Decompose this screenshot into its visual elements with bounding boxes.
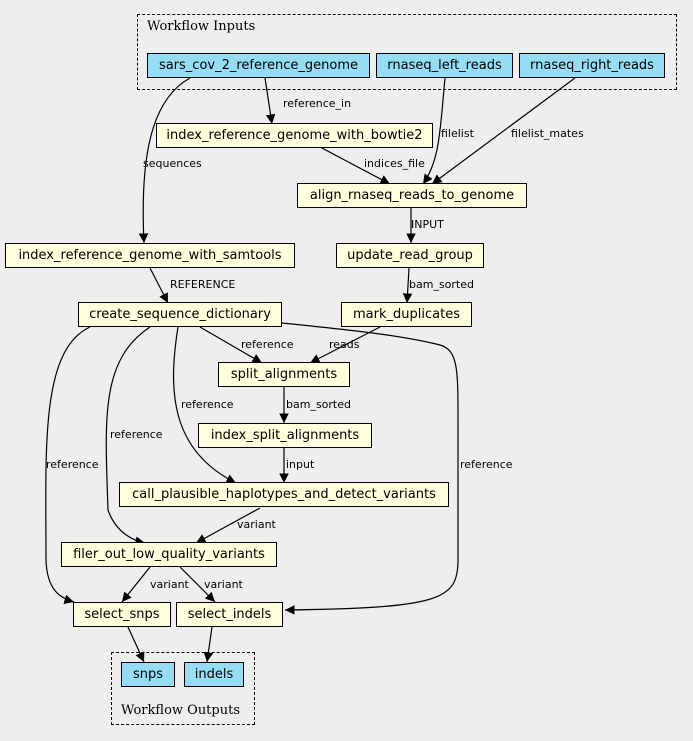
edge-right-to-align — [431, 77, 576, 185]
edge-filter-to-indels — [179, 566, 216, 603]
node-select-snps[interactable]: select_snps — [73, 602, 171, 627]
edge-label-variant-snps: variant — [150, 578, 189, 591]
edge-dict-to-filter — [105, 326, 151, 546]
node-split-alignments[interactable]: split_alignments — [218, 362, 350, 387]
edge-label-reference-snps: reference — [46, 458, 99, 471]
edge-label-variant-indels: variant — [204, 578, 243, 591]
edge-label-reads: reads — [329, 338, 360, 351]
workflow-outputs-cluster — [111, 652, 255, 725]
edge-left-to-align — [422, 77, 446, 185]
edge-label-input-lower: input — [286, 458, 315, 471]
edge-ref-to-samtools — [138, 77, 191, 244]
edge-update-to-markdup — [402, 267, 413, 304]
edge-label-reference-filter: reference — [110, 428, 163, 441]
workflow-inputs-label: Workflow Inputs — [147, 19, 256, 34]
node-filer-out-low-quality-variants[interactable]: filer_out_low_quality_variants — [61, 542, 277, 567]
node-rnaseq-left-reads[interactable]: rnaseq_left_reads — [376, 53, 513, 78]
edge-label-reference-split: reference — [241, 338, 294, 351]
edge-label-indices-file: indices_file — [364, 157, 425, 170]
edge-label-variant-filter: variant — [237, 518, 276, 531]
edge-label-reference-indels: reference — [460, 458, 513, 471]
node-snps-output[interactable]: snps — [121, 662, 175, 687]
node-index-reference-genome-with-bowtie2[interactable]: index_reference_genome_with_bowtie2 — [156, 123, 433, 148]
node-create-sequence-dictionary[interactable]: create_sequence_dictionary — [78, 302, 282, 327]
node-index-reference-genome-with-samtools[interactable]: index_reference_genome_with_samtools — [5, 243, 295, 268]
node-update-read-group[interactable]: update_read_group — [336, 243, 484, 268]
edge-label-filelist-mates: filelist_mates — [511, 127, 584, 140]
node-index-split-alignments[interactable]: index_split_alignments — [198, 423, 372, 448]
edge-label-reference-upper: REFERENCE — [170, 278, 236, 291]
edge-dict-to-snps — [45, 326, 91, 604]
edge-filter-to-snps — [121, 566, 151, 603]
edge-label-reference-call: reference — [181, 398, 234, 411]
node-align-rnaseq-reads-to-genome[interactable]: align_rnaseq_reads_to_genome — [297, 183, 527, 208]
edge-indels-to-out — [203, 626, 214, 663]
edge-samtools-to-dict — [149, 267, 169, 304]
edge-label-input-upper: INPUT — [411, 218, 444, 231]
edge-bowtie2-to-align — [319, 146, 391, 185]
edge-label-bam-sorted-2: bam_sorted — [286, 398, 351, 411]
edge-dict-to-split — [199, 326, 263, 364]
node-indels-output[interactable]: indels — [184, 662, 244, 687]
edge-label-filelist: filelist — [441, 127, 474, 140]
edge-label-reference-in: reference_in — [283, 97, 352, 110]
node-sars-cov-2-reference-genome[interactable]: sars_cov_2_reference_genome — [147, 53, 370, 78]
node-rnaseq-right-reads[interactable]: rnaseq_right_reads — [519, 53, 665, 78]
edge-ref-to-bowtie2 — [264, 77, 276, 125]
edge-dict-to-indels — [281, 322, 459, 615]
edge-dict-to-call — [172, 326, 237, 484]
node-call-plausible-haplotypes-and-detect-variants[interactable]: call_plausible_haplotypes_and_detect_var… — [119, 482, 449, 507]
node-select-indels[interactable]: select_indels — [176, 602, 283, 627]
workflow-outputs-label: Workflow Outputs — [121, 703, 240, 718]
edge-call-to-filter — [195, 507, 261, 544]
edge-snps-to-out — [127, 626, 145, 663]
node-mark-duplicates[interactable]: mark_duplicates — [341, 302, 472, 327]
workflow-inputs-cluster — [137, 14, 677, 90]
edge-label-bam-sorted-1: bam_sorted — [409, 278, 474, 291]
edge-label-sequences: sequences — [143, 157, 202, 170]
